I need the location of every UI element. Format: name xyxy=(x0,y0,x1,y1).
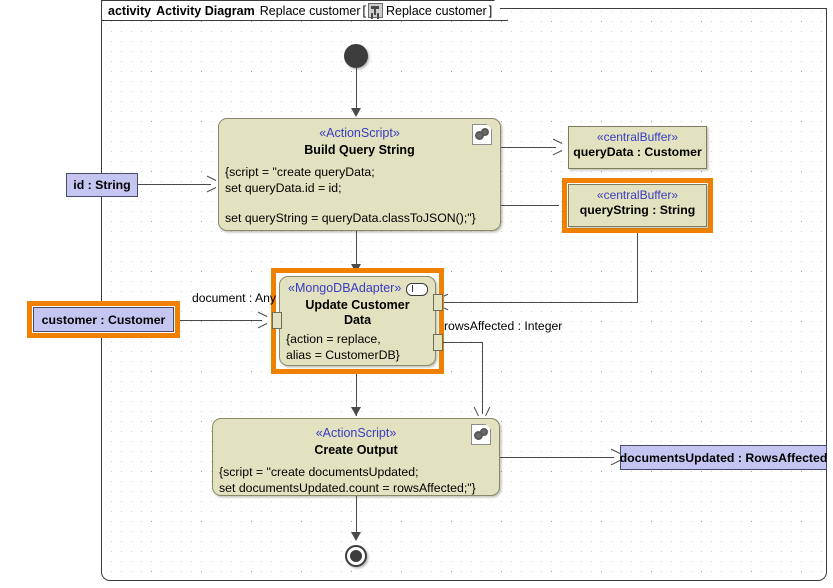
edge-query-string-down xyxy=(637,233,639,303)
activity-diagram-icon xyxy=(368,3,383,18)
edge-id-to-build xyxy=(138,184,211,186)
adapter-pill-icon xyxy=(406,283,428,296)
script-gears-icon xyxy=(471,424,491,445)
update-customer-body-2: alias = CustomerDB} xyxy=(286,347,400,362)
param-id-label: id : String xyxy=(73,178,131,192)
buffer-query-data[interactable]: «centralBuffer» queryData : Customer xyxy=(568,126,707,169)
edge-create-output-to-final xyxy=(355,496,357,540)
edge-customer-to-update xyxy=(180,320,262,322)
build-query-title: Build Query String xyxy=(304,143,415,157)
create-output-body-1: {script = "create documentsUpdated; xyxy=(219,465,419,479)
edge-rows-affected-down xyxy=(482,342,484,414)
query-data-stereotype: «centralBuffer» xyxy=(596,130,679,144)
build-query-body-3: set queryString = queryData.classToJSON(… xyxy=(225,211,476,225)
edge-label-document-any: document : Any xyxy=(192,291,277,305)
action-build-query-string[interactable]: «ActionScript» Build Query String {scrip… xyxy=(218,118,501,231)
arrow-head-down xyxy=(477,406,488,417)
create-output-stereotype: «ActionScript» xyxy=(315,426,397,440)
frame-keyword: activity xyxy=(108,3,152,18)
query-data-label: queryData : Customer xyxy=(573,145,702,159)
final-node-center xyxy=(350,550,362,562)
create-output-title: Create Output xyxy=(314,443,398,457)
frame-bracket-close: ] xyxy=(488,3,493,18)
edge-initial-to-build xyxy=(355,68,357,112)
action-create-output[interactable]: «ActionScript» Create Output {script = "… xyxy=(212,418,500,496)
arrow-head-down xyxy=(351,108,361,117)
input-pin-document[interactable] xyxy=(272,312,282,329)
param-customer-label: customer : Customer xyxy=(41,312,166,327)
param-id-string[interactable]: id : String xyxy=(66,173,138,197)
param-customer[interactable]: customer : Customer xyxy=(33,307,174,332)
update-customer-title-1: Update Customer xyxy=(305,298,410,312)
arrow-head-right xyxy=(257,315,268,326)
build-query-stereotype: «ActionScript» xyxy=(319,126,400,140)
query-string-stereotype: «centralBuffer» xyxy=(596,188,679,202)
update-customer-title-2: Data xyxy=(343,313,372,327)
query-string-label: queryString : String xyxy=(579,203,696,217)
frame-title-tab: activity Activity Diagram Replace custom… xyxy=(101,0,508,21)
edge-create-output-to-documents xyxy=(500,457,614,459)
frame-qualified-name: Replace customer xyxy=(385,3,487,18)
output-pin-rows-affected[interactable] xyxy=(433,334,443,351)
script-gears-icon xyxy=(472,124,492,145)
arrow-head-right xyxy=(610,452,621,463)
edge-build-to-query-data xyxy=(501,147,556,149)
build-query-body-2: set queryData.id = id; xyxy=(225,180,342,195)
buffer-query-string[interactable]: «centralBuffer» queryString : String xyxy=(568,184,707,227)
activity-final-node[interactable] xyxy=(345,545,367,567)
arrow-head-down xyxy=(351,407,361,416)
create-output-body-2: set documentsUpdated.count = rowsAffecte… xyxy=(219,480,476,495)
arrow-head-right xyxy=(206,179,217,190)
arrow-head-down xyxy=(351,532,361,541)
frame-type-name: Activity Diagram xyxy=(156,3,255,18)
arrow-head-right xyxy=(552,142,563,153)
edge-query-string-to-update xyxy=(443,302,638,304)
edge-label-rows-affected: rowsAffected : Integer xyxy=(444,319,563,333)
param-documents-updated[interactable]: documentsUpdated : RowsAffected xyxy=(620,445,827,470)
input-pin-query-string[interactable] xyxy=(433,294,443,311)
edge-rows-affected-right xyxy=(443,342,483,344)
update-customer-stereotype: «MongoDBAdapter» xyxy=(288,281,402,295)
update-customer-body-1: {action = replace, xyxy=(286,332,381,346)
frame-bracket-open: [ xyxy=(362,3,366,18)
build-query-body-1: {script = "create queryData; xyxy=(225,165,375,179)
frame-name: Replace customer xyxy=(259,3,361,18)
param-documents-updated-label: documentsUpdated : RowsAffected xyxy=(619,450,828,465)
action-update-customer-data[interactable]: «MongoDBAdapter» Update Customer Data {a… xyxy=(279,276,436,366)
initial-node[interactable] xyxy=(344,44,368,68)
edge-update-to-create-output xyxy=(355,374,357,416)
edge-build-to-update xyxy=(355,231,357,273)
edge-build-to-query-string xyxy=(501,205,559,207)
